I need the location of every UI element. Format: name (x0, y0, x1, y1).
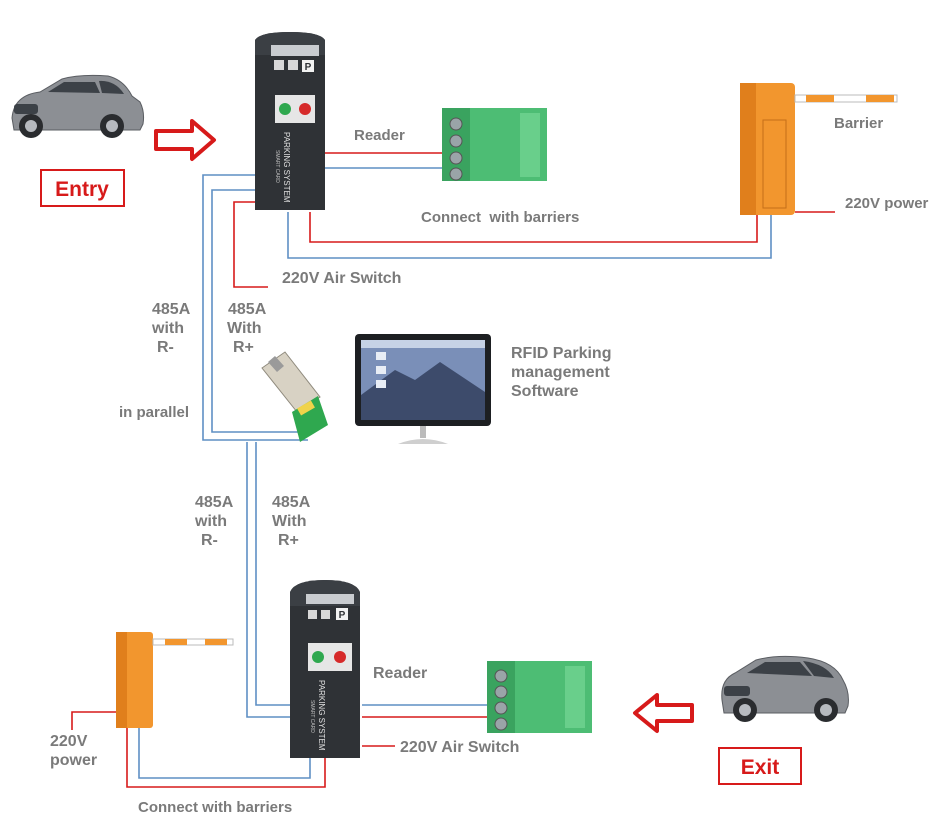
exit-car (721, 655, 849, 722)
low-485a-right-line3: R+ (278, 532, 299, 549)
panel-sub-bottom: SMART CARD (309, 700, 315, 733)
panel-p-bottom: P (339, 610, 346, 621)
reader-bottom-label: Reader (373, 665, 427, 682)
software-line3: Software (511, 383, 579, 400)
reader-terminal-top (442, 108, 547, 181)
low-485a-left-line2: with (194, 513, 227, 530)
exit-label-box: Exit (718, 747, 802, 785)
reader-top-label: Reader (354, 127, 405, 144)
entry-label: Entry (55, 178, 109, 201)
right-485a-line2: With (227, 320, 262, 337)
entry-car (11, 74, 145, 138)
wire-barrier-top-blue (287, 212, 772, 259)
wire-barrier-top-red (309, 212, 758, 243)
in-parallel-label: in parallel (119, 404, 189, 421)
entry-arrow-icon (154, 119, 216, 161)
left-485a-line2: with (151, 320, 184, 337)
power-bottom-line2: power (50, 752, 97, 769)
panel-brand-bottom: PARKING SYSTEM (317, 680, 326, 751)
barrier-top (740, 83, 898, 215)
low-485a-right-line2: With (272, 513, 307, 530)
air-switch-top-label: 220V Air Switch (282, 270, 401, 287)
software-monitor (355, 334, 491, 444)
panel-sub-top: SMART CARD (274, 150, 280, 183)
wire-barrier-bottom-blue (138, 728, 311, 779)
wire-485-inner (211, 189, 300, 433)
wire-485-outer (202, 174, 308, 441)
power-top-label: 220V power (845, 195, 929, 212)
wire-air-switch-top (233, 201, 268, 288)
low-485a-left-line1: 485A (195, 494, 234, 511)
left-485a-line1: 485A (152, 301, 191, 318)
barrier-top-label: Barrier (834, 115, 883, 132)
connect-barriers-top-label: Connect with barriers (421, 209, 579, 226)
barrier-bottom (116, 632, 234, 728)
low-485a-right-line1: 485A (272, 494, 311, 511)
air-switch-bottom-label: 220V Air Switch (400, 739, 519, 756)
right-485a-line3: R+ (233, 339, 254, 356)
panel-p-top: P (305, 62, 312, 73)
exit-arrow-icon (633, 693, 694, 733)
software-line2: management (511, 364, 610, 381)
left-485a-line3: R- (157, 339, 174, 356)
panel-brand-top: PARKING SYSTEM (282, 132, 291, 203)
low-485a-left-line3: R- (201, 532, 218, 549)
rs485-converter (261, 351, 328, 442)
exit-control-panel: P PARKING SYSTEM SMART CARD (290, 580, 360, 758)
exit-label: Exit (741, 756, 780, 779)
wire-485-down-right (255, 442, 290, 706)
wiring (71, 152, 835, 788)
power-bottom-line1: 220V (50, 733, 88, 750)
diagram-labels: Reader Barrier Connect with barriers 220… (50, 115, 929, 816)
right-485a-line1: 485A (228, 301, 267, 318)
entry-control-panel: P PARKING SYSTEM SMART CARD (255, 32, 325, 210)
entry-label-box: Entry (40, 169, 125, 207)
connect-barriers-bottom-label: Connect with barriers (138, 799, 292, 816)
wire-power-bottom (71, 711, 117, 730)
wire-barrier-bottom-red (126, 728, 326, 788)
reader-terminal-bottom (487, 661, 592, 733)
software-line1: RFID Parking (511, 345, 611, 362)
wire-485-down-left (246, 442, 290, 718)
